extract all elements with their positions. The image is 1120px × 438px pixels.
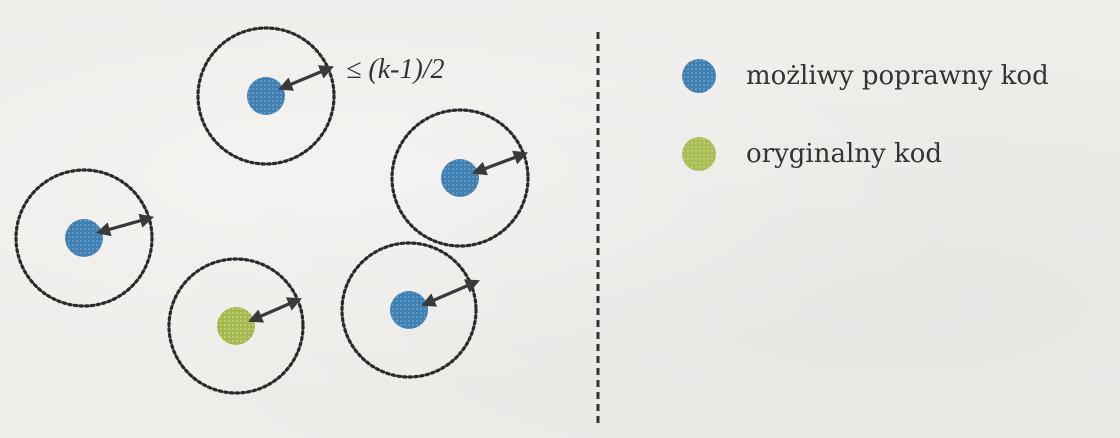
code-candidate <box>14 168 155 308</box>
radius-ring <box>167 257 305 395</box>
radius-ring <box>14 168 154 308</box>
candidate-code-dot <box>247 77 285 115</box>
candidate-code-dot <box>65 219 103 257</box>
code-candidate <box>340 241 480 379</box>
legend-label-original: oryginalny kod <box>746 139 943 169</box>
green-dot-icon <box>682 137 716 171</box>
original-code-dot <box>217 307 255 345</box>
candidate-code-dot <box>390 291 428 329</box>
double-arrow-icon <box>278 65 334 91</box>
radius-ring <box>340 241 478 379</box>
code-candidate <box>390 108 530 248</box>
distance-bound-label: ≤ (k-1)/2 <box>346 54 445 85</box>
double-arrow-icon <box>95 213 155 237</box>
double-arrow-icon <box>248 297 302 323</box>
candidate-code-dot <box>441 159 479 197</box>
legend-label-candidate: możliwy poprawny kod <box>746 61 1049 91</box>
double-arrow-icon <box>471 150 529 176</box>
radius-ring <box>196 26 336 166</box>
code-candidate <box>196 26 336 166</box>
code-original <box>167 257 305 395</box>
blue-dot-icon <box>682 59 716 93</box>
double-arrow-icon <box>421 279 480 307</box>
radius-ring <box>390 108 530 248</box>
legend-item-candidate: możliwy poprawny kod <box>682 56 1049 96</box>
codes-layer <box>14 26 530 395</box>
legend-item-original: oryginalny kod <box>682 134 942 174</box>
